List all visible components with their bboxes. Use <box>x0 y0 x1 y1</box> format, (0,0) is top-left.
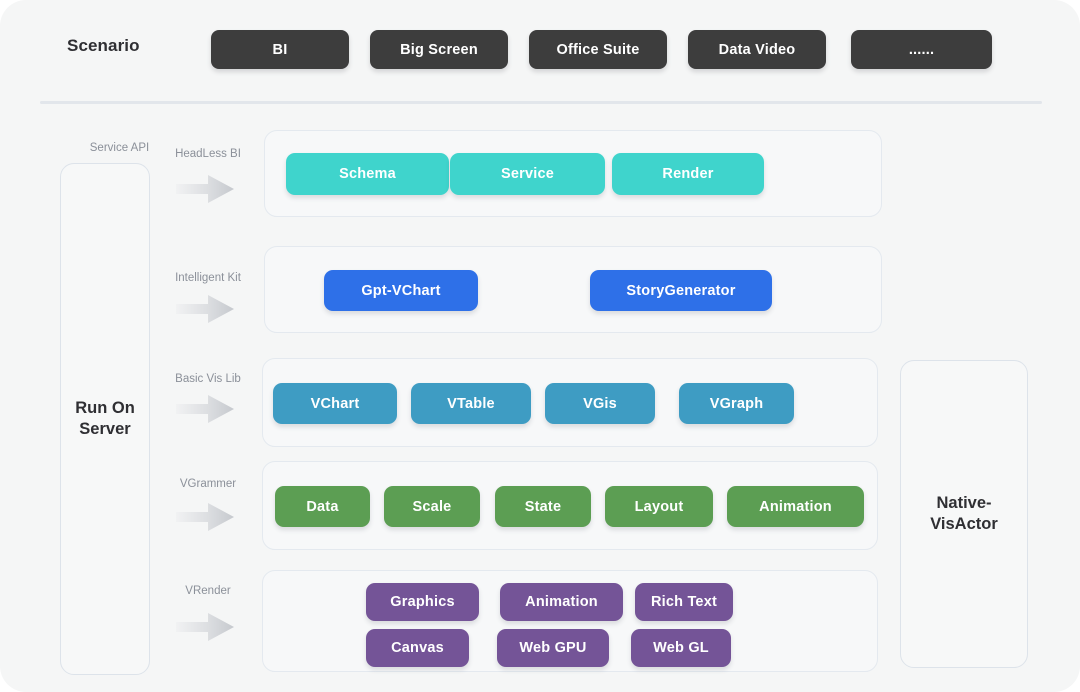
pill-state[interactable]: State <box>495 486 591 527</box>
header-divider <box>40 101 1042 104</box>
pill-vgis[interactable]: VGis <box>545 383 655 424</box>
pill-render[interactable]: Render <box>612 153 764 195</box>
pill-rich-text[interactable]: Rich Text <box>635 583 733 621</box>
pill-scale[interactable]: Scale <box>384 486 480 527</box>
pill-vchart[interactable]: VChart <box>273 383 397 424</box>
layer-label-intelligent-kit: Intelligent Kit <box>175 272 241 284</box>
scenario-button-data-video[interactable]: Data Video <box>688 30 826 69</box>
service-api-caption: Service API <box>89 142 150 154</box>
scenario-button-office-suite[interactable]: Office Suite <box>529 30 667 69</box>
layer-label-headless-bi: HeadLess BI <box>175 148 241 160</box>
scenario-button-bi[interactable]: BI <box>211 30 349 69</box>
pill-vgraph[interactable]: VGraph <box>679 383 794 424</box>
layer-label-vrender: VRender <box>185 585 231 597</box>
pill-web-gl[interactable]: Web GL <box>631 629 731 667</box>
right-arrow-icon <box>174 392 236 426</box>
pill-storygenerator[interactable]: StoryGenerator <box>590 270 772 311</box>
run-on-server-panel: Run On Server <box>60 163 150 675</box>
native-visactor-title: Native- VisActor <box>930 494 998 533</box>
right-arrow-icon <box>174 610 236 644</box>
pill-data[interactable]: Data <box>275 486 370 527</box>
pill-gpt-vchart[interactable]: Gpt-VChart <box>324 270 478 311</box>
native-visactor-panel: Native- VisActor <box>900 360 1028 668</box>
pill-graphics[interactable]: Graphics <box>366 583 479 621</box>
scenario-button-big-screen[interactable]: Big Screen <box>370 30 508 69</box>
right-arrow-icon <box>174 292 236 326</box>
pill-animation[interactable]: Animation <box>500 583 623 621</box>
pill-schema[interactable]: Schema <box>286 153 449 195</box>
run-on-server-title: Run On Server <box>75 399 135 438</box>
pill-layout[interactable]: Layout <box>605 486 713 527</box>
right-arrow-icon <box>174 500 236 534</box>
layer-label-basic-vis-lib: Basic Vis Lib <box>175 373 241 385</box>
scenario-label: Scenario <box>67 36 140 55</box>
layer-label-vgrammer: VGrammer <box>179 478 237 490</box>
pill-canvas[interactable]: Canvas <box>366 629 469 667</box>
pill-service[interactable]: Service <box>450 153 605 195</box>
pill-vtable[interactable]: VTable <box>411 383 531 424</box>
pill-animation[interactable]: Animation <box>727 486 864 527</box>
scenario-row: Scenario BI Big Screen Office Suite Data Vi… <box>0 0 1080 92</box>
pill-web-gpu[interactable]: Web GPU <box>497 629 609 667</box>
right-arrow-icon <box>174 172 236 206</box>
scenario-button-[interactable]: ...... <box>851 30 992 69</box>
